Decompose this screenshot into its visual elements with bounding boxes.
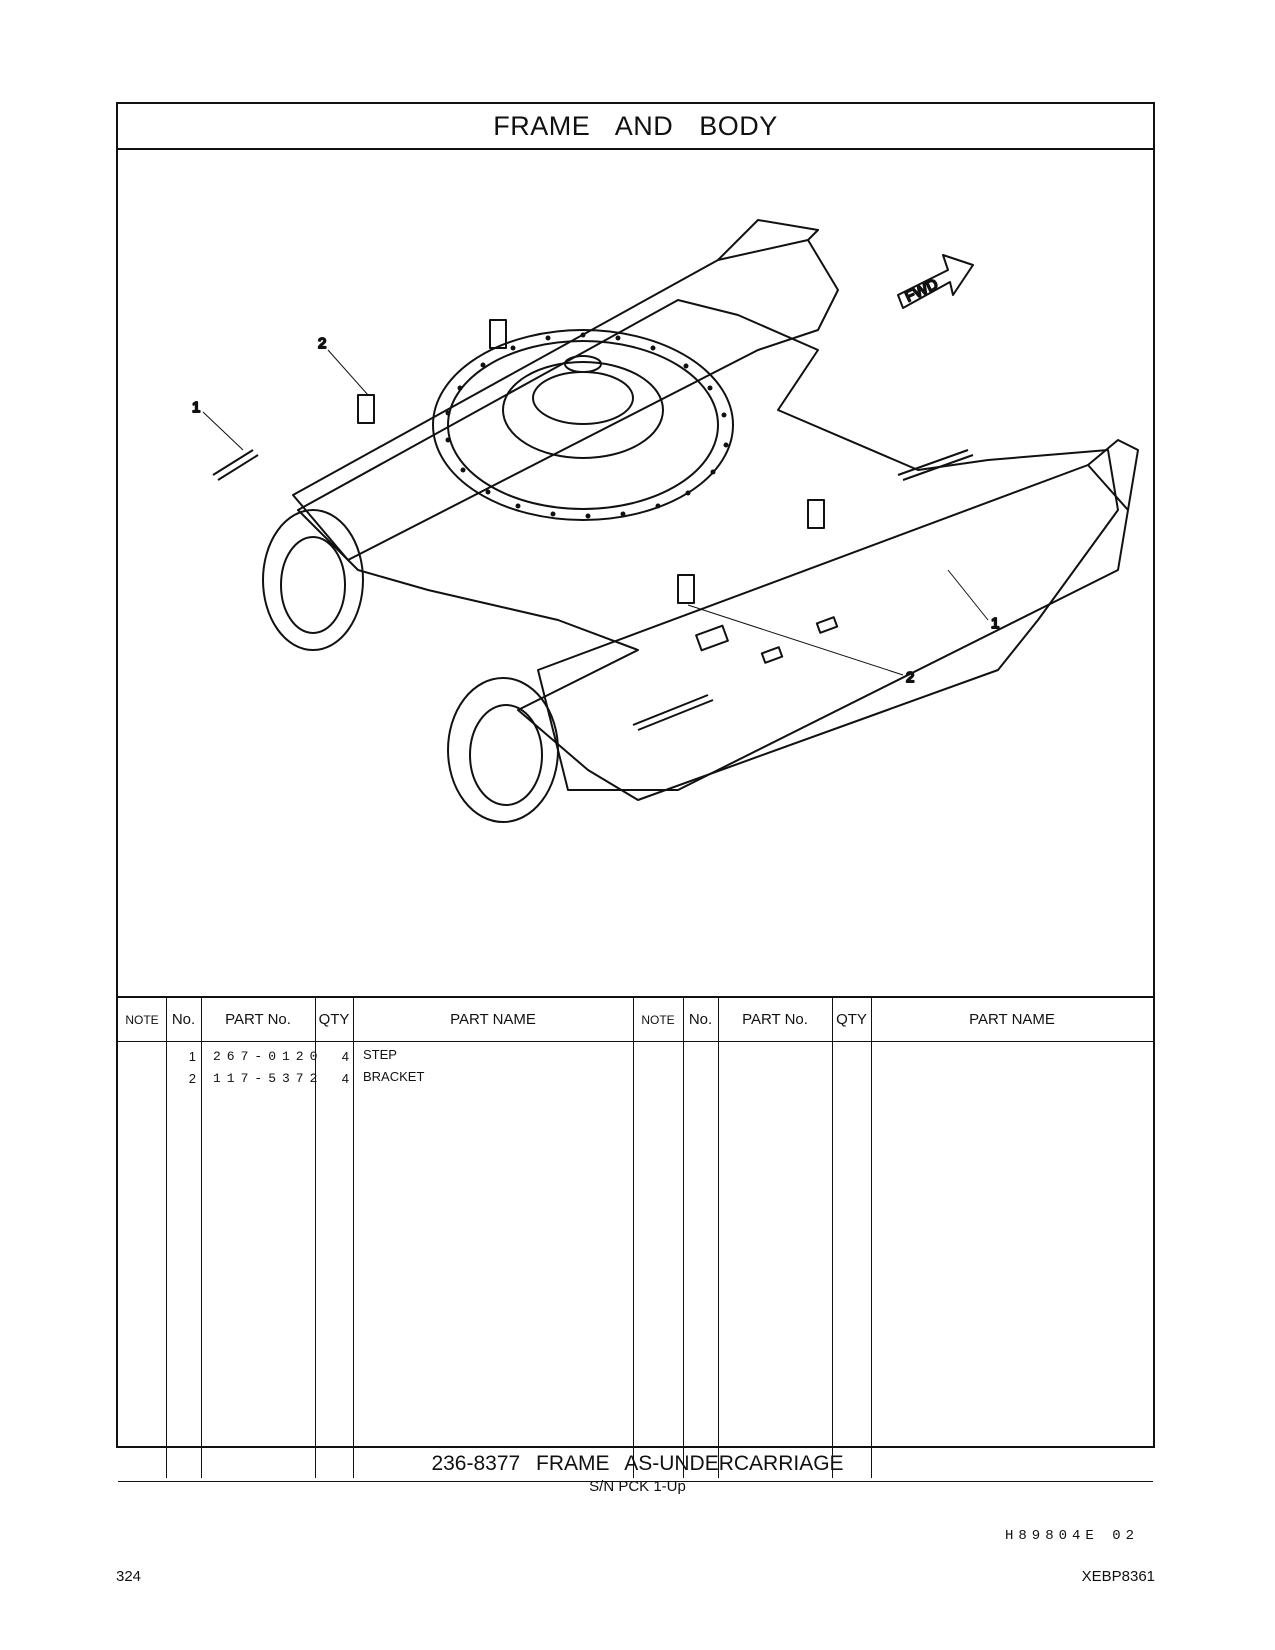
left-idler-housing bbox=[262, 509, 364, 651]
callout-2: 2 bbox=[318, 335, 326, 352]
bracket bbox=[357, 394, 375, 424]
illustration-code: H89804E 02 bbox=[1004, 1528, 1139, 1544]
center-cover bbox=[532, 371, 634, 425]
assembly-title: 236-8377 FRAME AS-UNDERCARRIAGE bbox=[431, 1452, 844, 1475]
col-part-no: PART No. bbox=[718, 998, 832, 1042]
section-title: FRAME AND BODY bbox=[118, 104, 1153, 150]
document-id: XEBP8361 bbox=[1081, 1568, 1155, 1585]
lower-idler-housing bbox=[447, 677, 559, 823]
col-qty: QTY bbox=[315, 998, 353, 1042]
bracket bbox=[489, 319, 507, 349]
serial-range: S/N PCK 1-Up bbox=[589, 1478, 686, 1495]
col-note: NOTE bbox=[633, 998, 683, 1042]
fwd-arrow-icon bbox=[897, 254, 974, 309]
col-part-name: PART NAME bbox=[353, 998, 633, 1042]
col-part-no: PART No. bbox=[201, 998, 315, 1042]
parts-frame: FRAME AND BODY bbox=[116, 102, 1155, 1544]
bracket bbox=[677, 574, 695, 604]
fwd-label: FWD bbox=[903, 276, 941, 306]
bearing-bolts bbox=[445, 332, 729, 519]
col-note: NOTE bbox=[118, 998, 166, 1042]
step bbox=[632, 694, 714, 731]
undercarriage-illustration: FWD 2 1 1 2 bbox=[191, 219, 1139, 823]
step bbox=[212, 449, 259, 481]
upper-track-frame bbox=[292, 239, 839, 561]
car-body-outline bbox=[297, 299, 1119, 801]
callout-2: 2 bbox=[906, 669, 914, 686]
step bbox=[897, 449, 974, 481]
swing-bearing-ring bbox=[432, 329, 734, 521]
callout-1: 1 bbox=[991, 615, 999, 632]
page-number: 324 bbox=[116, 1568, 142, 1585]
col-part-name: PART NAME bbox=[871, 998, 1153, 1042]
parts-table: NOTE No. PART No. QTY PART NAME NOTE No.… bbox=[118, 996, 1153, 1483]
col-no: No. bbox=[683, 998, 718, 1042]
col-qty: QTY bbox=[832, 998, 871, 1042]
table-bottom-rule bbox=[118, 1481, 1153, 1482]
callout-1: 1 bbox=[192, 399, 200, 416]
bracket bbox=[807, 499, 825, 529]
col-no: No. bbox=[166, 998, 201, 1042]
